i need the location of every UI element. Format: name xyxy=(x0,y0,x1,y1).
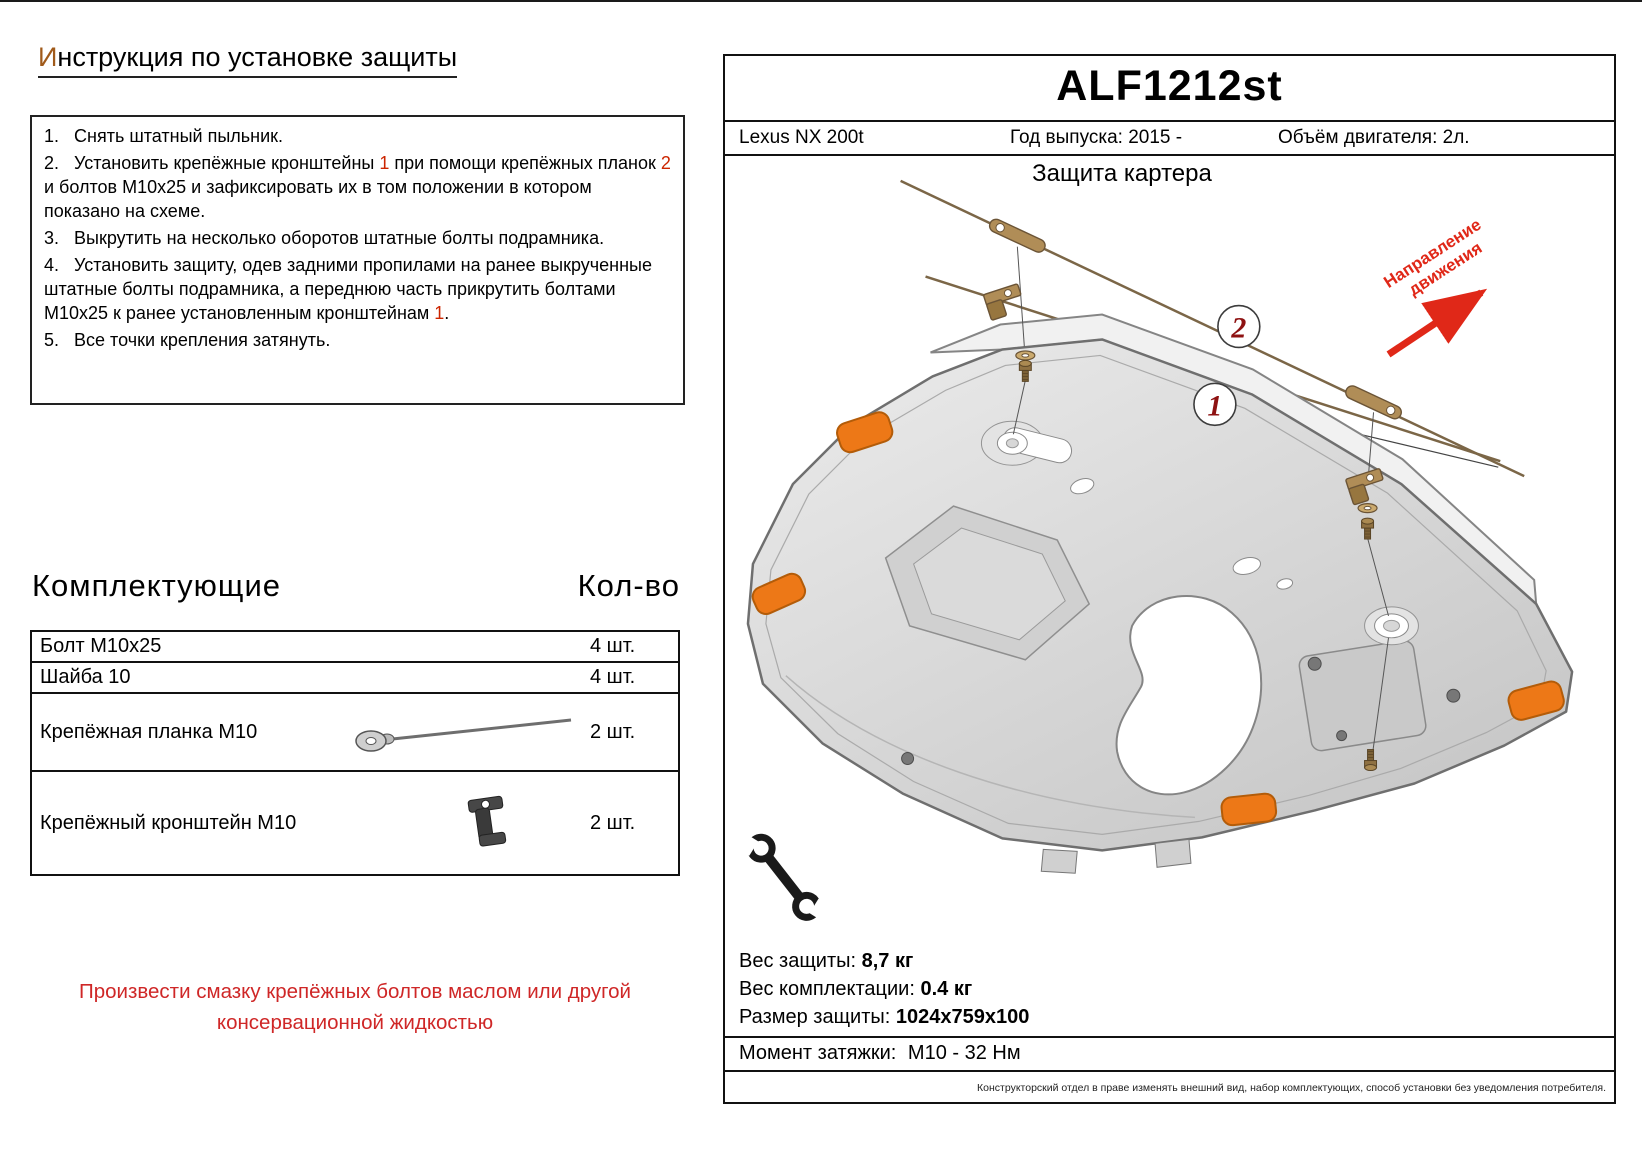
lubrication-note: Произвести смазку крепёжных болтов масло… xyxy=(78,980,632,1034)
instruction-step-2: 2. Установить крепёжные кронштейны 1 при… xyxy=(44,152,671,221)
callout-ref: 1 xyxy=(434,302,445,323)
divider xyxy=(725,1036,1614,1038)
title-initial-letter: И xyxy=(38,42,58,72)
divider xyxy=(725,154,1614,156)
mount-plate-eyelet xyxy=(1345,385,1402,420)
part-name: Болт М10х25 xyxy=(40,635,162,657)
spec-size: Размер защиты: 1024x759x100 xyxy=(739,1006,1030,1028)
svg-text:2: 2 xyxy=(1230,311,1246,344)
instruction-step-5: 5. Все точки крепления затянуть. xyxy=(44,329,331,350)
part-name: Крепёжная планка М10 xyxy=(40,720,258,743)
part-qty: 2 шт. xyxy=(590,811,636,834)
mount-plate-eyelet xyxy=(988,218,1046,253)
skid-plate xyxy=(746,313,1574,874)
spec-weight: Вес защиты: 8,7 кг xyxy=(739,950,914,972)
washer xyxy=(1357,503,1378,514)
components-header: Комплектующие Кол-во xyxy=(32,568,680,604)
qty-heading: Кол-во xyxy=(577,568,680,603)
bolt xyxy=(1361,517,1375,540)
bolt xyxy=(1364,749,1378,772)
instruction-step-4: 4. Установить защиту, одев задними пропи… xyxy=(44,254,653,323)
direction-arrow-icon: Направление движения xyxy=(1380,215,1488,358)
car-model: Lexus NX 200t xyxy=(739,127,864,148)
bracket-icon xyxy=(467,795,507,847)
instructions-box: 1. Снять штатный пыльник. 2. Установить … xyxy=(30,115,685,405)
callout-ref: 2 xyxy=(660,152,671,173)
part-qty: 4 шт. xyxy=(590,666,636,688)
part-number: ALF1212st xyxy=(1056,62,1283,110)
mount-plate-icon xyxy=(355,718,572,752)
spec-kit-weight: Вес комплектации: 0.4 кг xyxy=(739,978,973,1000)
part-qty: 2 шт. xyxy=(590,720,636,743)
washer xyxy=(1015,350,1036,361)
engine-label: Объём двигателя: 2л. xyxy=(1278,127,1470,148)
part-qty: 4 шт. xyxy=(590,635,636,657)
svg-text:1: 1 xyxy=(1207,389,1222,422)
spec-torque: Момент затяжки: М10 - 32 Нм xyxy=(739,1042,1021,1064)
parts-table: Болт М10х25 4 шт. Шайба 10 4 шт. Крепёжн… xyxy=(30,630,680,876)
instruction-step-1: 1. Снять штатный пыльник. xyxy=(44,126,284,146)
technical-drawing: 2 1 Направление движения xyxy=(736,179,1574,922)
spec-panel: ALF1212st Lexus NX 200t Год выпуска: 201… xyxy=(723,54,1616,1104)
table-row-washer: Шайба 10 4 шт. xyxy=(32,663,678,694)
page-title: Инструкция по установке защиты xyxy=(38,42,458,78)
manufacturer-disclaimer: Конструкторский отдел в праве изменять в… xyxy=(977,1082,1606,1094)
instruction-step-3: 3. Выкрутить на несколько оборотов штатн… xyxy=(44,227,605,248)
title-text: нструкция по установке защиты xyxy=(57,42,458,72)
components-heading: Комплектующие xyxy=(32,568,281,603)
divider xyxy=(725,120,1614,122)
table-row-bolt: Болт М10х25 4 шт. xyxy=(32,632,678,663)
year-label: Год выпуска: 2015 - xyxy=(1010,127,1183,148)
drawing-title: Защита картера xyxy=(1032,160,1212,187)
divider xyxy=(725,1070,1614,1072)
part-name: Шайба 10 xyxy=(40,666,131,688)
center-cutout xyxy=(1115,594,1263,796)
rubber-pads xyxy=(751,411,1565,827)
table-row-mount-plate: Крепёжная планка М10 2 шт. xyxy=(32,694,678,772)
wrench-icon xyxy=(736,833,832,922)
mounting-hardware xyxy=(983,218,1402,772)
table-row-bracket: Крепёжный кронштейн М10 2 шт. xyxy=(32,772,678,874)
bracket xyxy=(1345,468,1384,506)
part-name: Крепёжный кронштейн М10 xyxy=(40,811,297,834)
assembly-axes xyxy=(1012,246,1390,754)
callout-1: 1 xyxy=(1193,382,1237,427)
bracket xyxy=(983,283,1022,321)
callout-ref: 1 xyxy=(379,152,390,173)
callout-2: 2 xyxy=(1217,304,1261,349)
bolt xyxy=(1018,359,1032,382)
